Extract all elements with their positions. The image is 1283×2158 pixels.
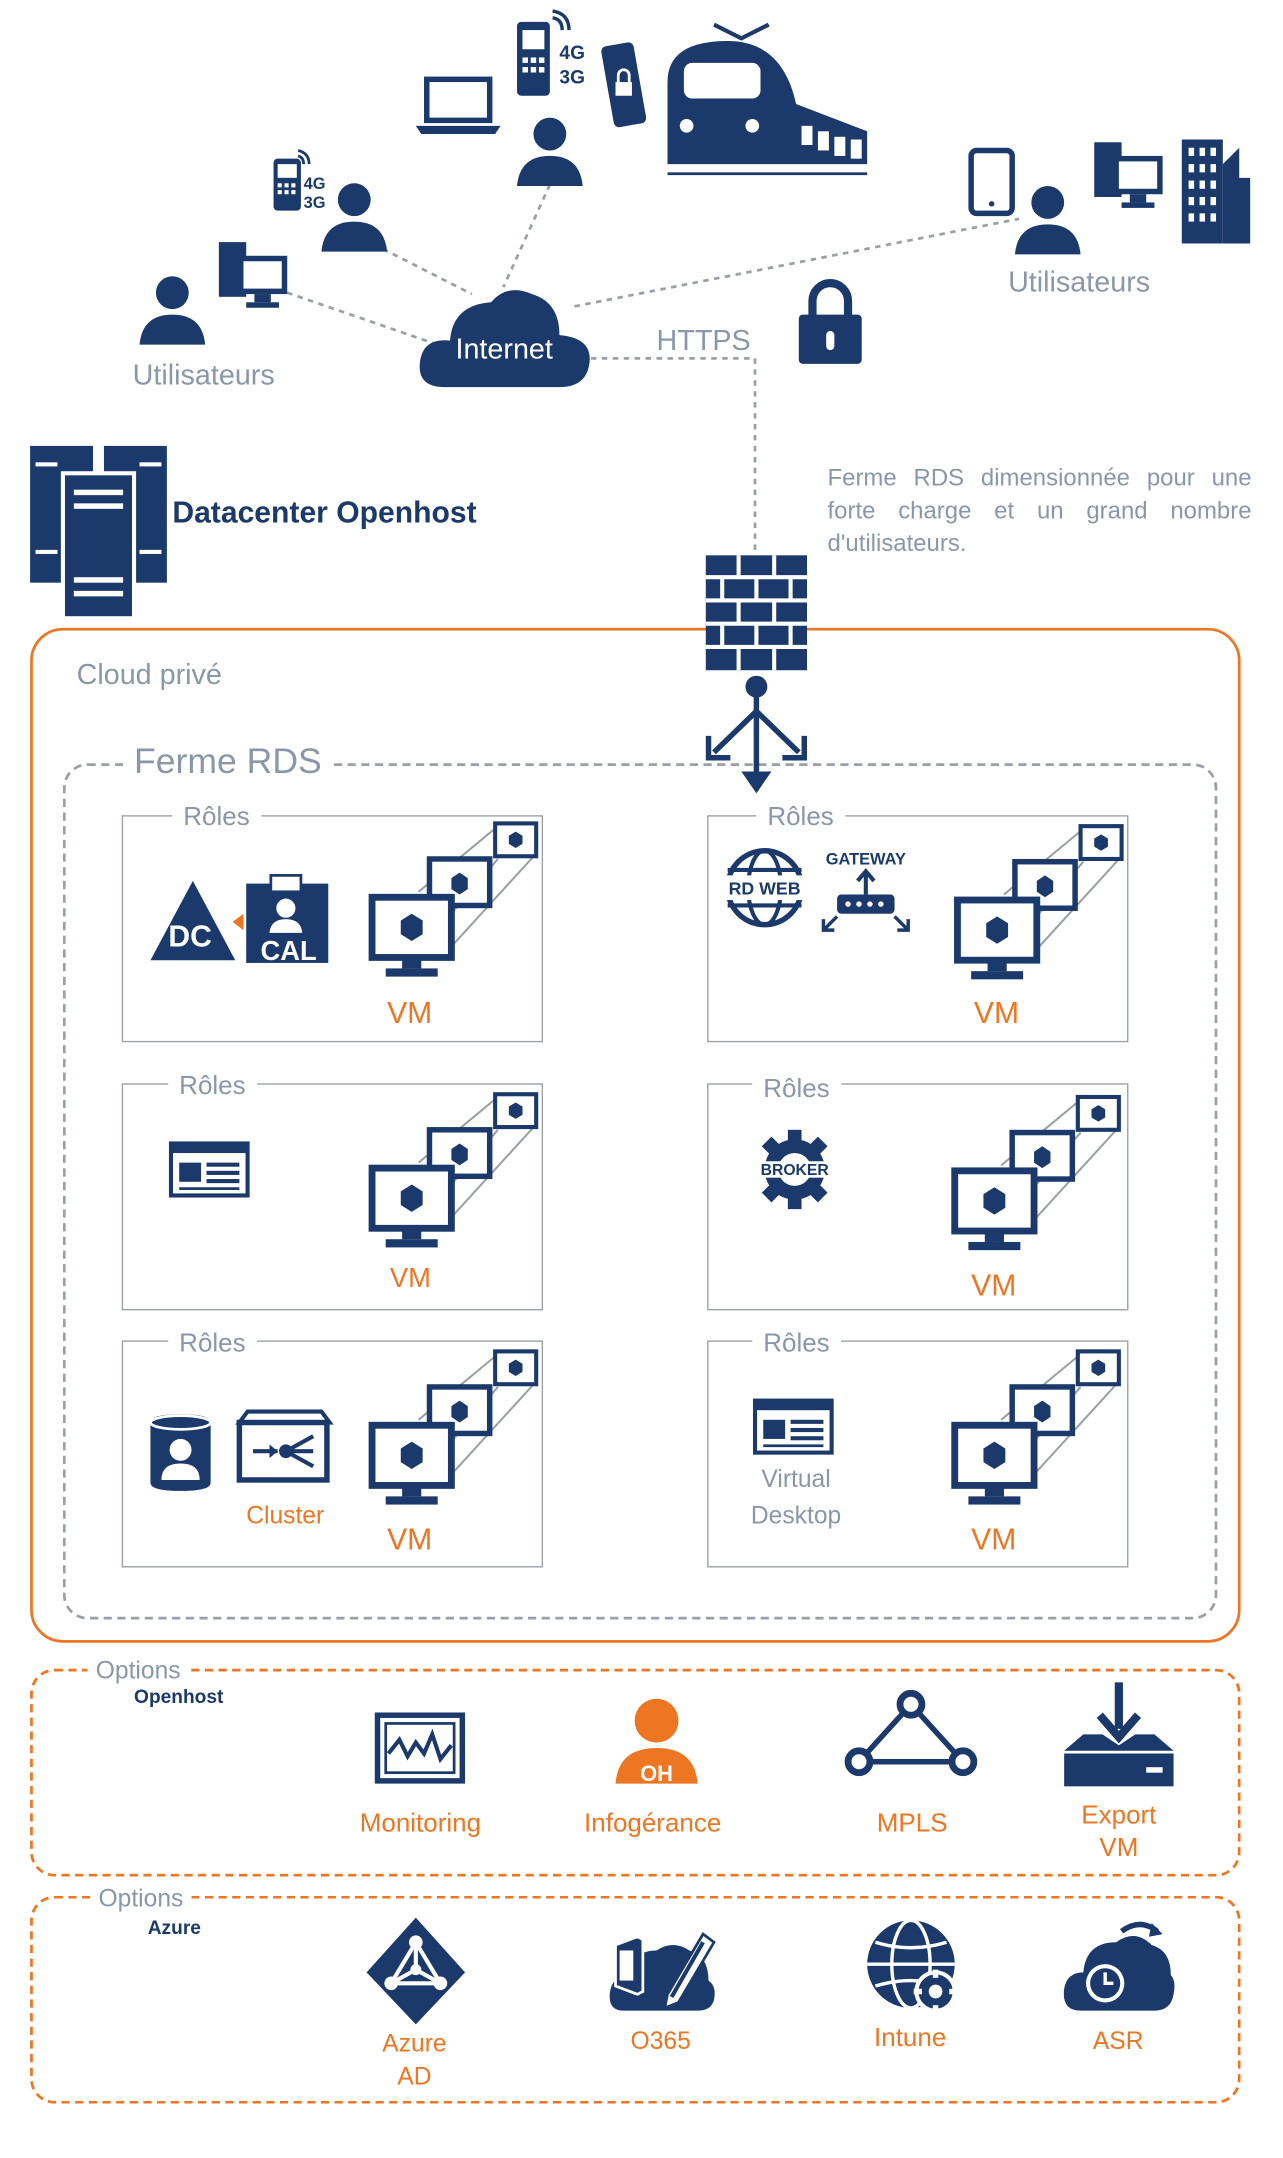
network-4g-label: 4G <box>303 173 326 193</box>
cloud-icon <box>419 290 590 388</box>
cluster-icon <box>235 1409 334 1483</box>
svg-text:BROKER: BROKER <box>761 1162 830 1179</box>
roles-label: Rôles <box>172 802 261 833</box>
option-label-mpls: MPLS <box>876 1809 948 1839</box>
role-box-rdweb-gateway <box>707 815 1129 1043</box>
users-label-left: Utilisateurs <box>132 359 275 392</box>
option-label-azure-ad: Azure AD <box>382 2029 447 2090</box>
intune-icon <box>867 1918 958 2014</box>
vm-stack-icon <box>368 1092 539 1248</box>
user-icon <box>321 183 388 252</box>
network-4g-label: 4G <box>559 41 585 63</box>
desktop-computer-icon <box>218 242 288 308</box>
role-box-cluster <box>121 1340 544 1568</box>
svg-text:DC: DC <box>168 921 211 954</box>
farm-description: Ferme RDS dimensionnée pour une forte ch… <box>827 463 1252 557</box>
rd-web-globe-icon: RD WEB <box>722 848 808 928</box>
cluster-caption: Cluster <box>246 1501 325 1530</box>
tablet-icon <box>968 147 1015 217</box>
cal-badge-icon: CAL <box>232 874 329 966</box>
https-label: HTTPS <box>656 325 751 357</box>
role-box-virtual-desktop <box>707 1340 1129 1568</box>
option-label-infogerance: Infogérance <box>584 1809 722 1839</box>
roles-label: Rôles <box>752 1329 841 1360</box>
vm-label: VM <box>389 1263 431 1294</box>
internet-label: Internet <box>455 333 553 366</box>
roles-label: Rôles <box>752 1075 841 1106</box>
vm-label: VM <box>387 1522 433 1557</box>
options-azure-title: Options <box>90 1884 192 1914</box>
roles-label: Rôles <box>756 802 845 833</box>
network-3g-label: 3G <box>303 192 326 213</box>
user-icon <box>139 276 206 345</box>
options-azure-box <box>30 1895 1241 2104</box>
option-label-o365: O365 <box>630 2027 691 2055</box>
svg-text:RD WEB: RD WEB <box>729 879 801 899</box>
option-label-asr: ASR <box>1092 2027 1144 2055</box>
rds-farm-title: Ferme RDS <box>123 739 333 783</box>
svg-text:GATEWAY: GATEWAY <box>826 850 906 868</box>
asr-icon <box>1063 1921 1175 2011</box>
private-cloud-title: Cloud privé <box>76 659 222 691</box>
vm-stack-icon <box>951 1094 1121 1251</box>
train-icon <box>662 22 876 176</box>
options-azure-subtitle: Azure <box>147 1916 201 1939</box>
broker-gear-icon: BROKER <box>752 1129 838 1210</box>
svg-text:CAL: CAL <box>261 935 317 966</box>
window-icon <box>168 1141 250 1198</box>
vm-label: VM <box>971 1522 1017 1557</box>
azure-ad-icon <box>366 1917 466 2025</box>
database-user-icon <box>149 1414 213 1491</box>
private-cloud-box <box>30 627 1241 1643</box>
mobile-phone-icon <box>273 149 311 211</box>
mpls-icon <box>844 1689 978 1777</box>
distribution-arrow-icon <box>705 675 808 794</box>
oh-badge: OH <box>640 1761 673 1786</box>
vm-label: VM <box>973 995 1020 1030</box>
user-icon <box>517 117 583 187</box>
window-icon <box>752 1398 834 1455</box>
dc-triangle-icon: DC <box>150 880 236 961</box>
options-openhost-subtitle: Openhost <box>134 1685 224 1708</box>
o365-icon <box>609 1932 716 2011</box>
export-icon <box>1064 1682 1174 1787</box>
role-box-session-host <box>121 1083 544 1311</box>
vm-label: VM <box>971 1267 1017 1303</box>
desktop-computer-icon <box>1094 142 1163 208</box>
option-label-monitoring: Monitoring <box>359 1809 482 1839</box>
vm-stack-icon <box>368 821 539 977</box>
firewall-icon <box>705 555 808 671</box>
option-label-export-vm: Export VM <box>1081 1801 1157 1863</box>
role-box-dc-cal <box>121 815 544 1043</box>
server-icon <box>30 445 167 621</box>
virtual-desktop-caption: Virtual Desktop <box>750 1464 842 1530</box>
mobile-phone-icon <box>517 9 571 96</box>
users-label-right: Utilisateurs <box>1008 266 1151 299</box>
laptop-icon <box>415 76 501 135</box>
vm-stack-icon <box>951 1349 1121 1505</box>
vm-stack-icon <box>368 1349 539 1505</box>
options-openhost-title: Options <box>87 1656 189 1686</box>
user-icon <box>1014 186 1081 255</box>
monitoring-icon <box>374 1712 466 1784</box>
datacenter-label: Datacenter Openhost <box>172 495 477 530</box>
roles-label: Rôles <box>168 1329 257 1360</box>
oh-user-icon: OH <box>615 1698 698 1786</box>
lock-icon <box>798 279 862 364</box>
vm-label: VM <box>387 995 433 1030</box>
options-openhost-box <box>30 1668 1241 1877</box>
roles-label: Rôles <box>168 1072 257 1103</box>
rds-farm-box <box>62 763 1218 1620</box>
network-3g-label: 3G <box>559 65 585 88</box>
secure-phone-icon <box>601 42 647 128</box>
building-icon <box>1181 139 1251 244</box>
option-label-intune: Intune <box>874 2024 947 2054</box>
gateway-router-icon: GATEWAY <box>821 850 910 932</box>
vm-stack-icon <box>954 824 1124 980</box>
role-box-broker <box>707 1083 1129 1311</box>
connection-lines <box>286 184 1020 559</box>
